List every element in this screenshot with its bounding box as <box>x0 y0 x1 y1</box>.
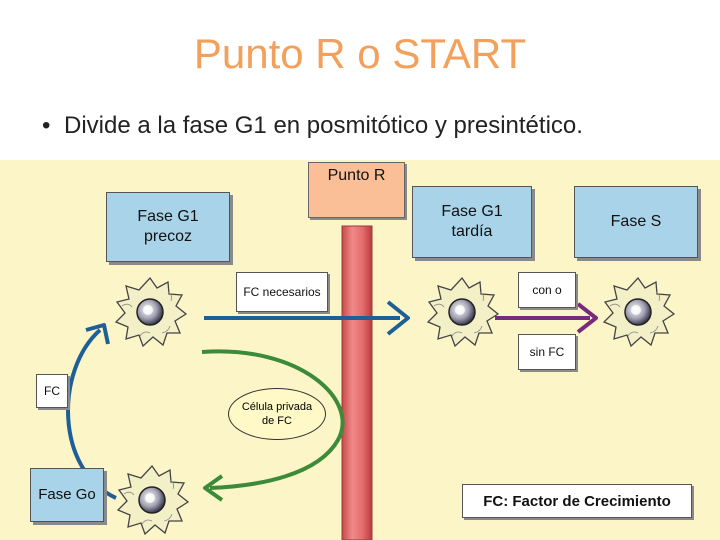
sin-fc-label: sin FC <box>529 345 565 359</box>
legend-box: FC: Factor de Crecimiento <box>462 484 692 518</box>
cell-fase-s-icon <box>603 277 675 347</box>
con-o-label: con o <box>532 283 562 297</box>
cell-g1-tardia-icon <box>427 277 499 347</box>
g1-precoz-line1: Fase G1 <box>137 208 199 225</box>
g1-precoz-line2: precoz <box>143 228 193 245</box>
fc-necesarios-label: FC necesarios <box>243 285 321 299</box>
con-o-box: con o <box>518 272 576 308</box>
sin-fc-box: sin FC <box>518 334 576 370</box>
g1-tardia-line1: Fase G1 <box>441 203 503 220</box>
bullet-text: • Divide a la fase G1 en posmitótico y pr… <box>42 112 583 140</box>
punto-r-box: Punto R <box>308 162 405 218</box>
punto-r-label: Punto R <box>327 167 386 184</box>
fase-g1-tardia-box: Fase G1 tardía <box>412 186 532 258</box>
bullet-dot: • <box>42 112 51 139</box>
fc-necesarios-box: FC necesarios <box>236 272 328 312</box>
bullet-label: Divide a la fase G1 en posmitótico y pre… <box>64 112 583 139</box>
restriction-point-bar <box>341 225 373 540</box>
cell-g1-precoz-icon <box>115 277 187 347</box>
retiro-go-arrow <box>201 349 345 490</box>
fase-g1-precoz-box: Fase G1 precoz <box>106 192 230 262</box>
cell-fase-go-icon <box>117 465 189 535</box>
fase-s-box: Fase S <box>574 186 698 258</box>
fase-go-box: Fase Go <box>30 468 104 522</box>
celula-line1: Célula privada <box>241 401 313 413</box>
fase-go-label: Fase Go <box>38 486 96 503</box>
slide-title: Punto R o START <box>193 30 527 77</box>
fase-s-label: Fase S <box>610 213 662 230</box>
legend-label: FC: Factor de Crecimiento <box>483 492 671 510</box>
fc-label: FC <box>44 384 60 398</box>
g1-tardia-line2: tardía <box>451 223 493 240</box>
fc-box: FC <box>36 374 68 408</box>
celula-privada-oval: Célula privada de FC <box>228 388 326 440</box>
celula-line2: de FC <box>262 415 292 427</box>
